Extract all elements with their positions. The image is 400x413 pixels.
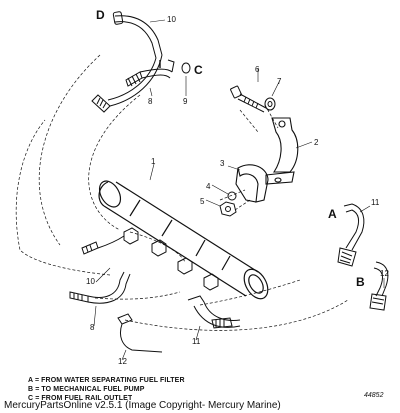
callout-12-right: 12 <box>380 269 389 278</box>
callout-5: 5 <box>200 197 205 206</box>
callout-7: 7 <box>277 77 282 86</box>
nut-5 <box>219 201 237 217</box>
callout-a: A <box>328 207 337 221</box>
fuel-line-12-bottom <box>117 313 163 353</box>
leader-lines <box>93 19 385 361</box>
fuel-line-11-center <box>187 295 241 329</box>
callout-9: 9 <box>183 97 188 106</box>
fuel-line-10-top <box>91 11 163 113</box>
fuel-line-11-right <box>337 203 365 267</box>
callout-8-top: 8 <box>148 97 153 106</box>
callout-10-top: 10 <box>167 15 176 24</box>
callout-2: 2 <box>314 138 319 147</box>
o-ring-9 <box>181 62 191 74</box>
callout-c: C <box>194 63 203 77</box>
fuel-line-8-top <box>125 59 175 87</box>
callout-12-bottom: 12 <box>118 357 127 366</box>
bolt-6 <box>230 85 267 113</box>
copyright-footer: MercuryPartsOnline v2.5.1 (Image Copyrig… <box>4 400 285 411</box>
fuel-line-10-bottom <box>81 235 125 255</box>
bracket-2 <box>265 117 299 185</box>
callout-11-right: 11 <box>371 198 380 207</box>
figure-number: 44852 <box>364 392 384 399</box>
callout-3: 3 <box>220 159 225 168</box>
hose-fitting-top-left <box>91 94 111 113</box>
callout-d: D <box>96 8 105 22</box>
callout-10-bottom: 10 <box>86 277 95 286</box>
legend-item-c: C = FROM FUEL RAIL OUTLET <box>28 395 133 401</box>
cooler-fittings <box>123 227 219 291</box>
legend-item-b: B = TO MECHANICAL FUEL PUMP <box>28 386 145 393</box>
legend-item-a: A = FROM WATER SEPARATING FUEL FILTER <box>28 377 185 384</box>
callout-4: 4 <box>206 182 211 191</box>
washer-4 <box>227 191 237 201</box>
callout-8-bottom: 8 <box>90 323 95 332</box>
callout-b: B <box>356 275 365 289</box>
washer-7 <box>264 97 276 111</box>
callout-11-center: 11 <box>192 337 201 346</box>
fuel-line-12-right <box>369 261 389 311</box>
fuel-cooler-1 <box>98 180 269 300</box>
callout-6: 6 <box>255 65 260 74</box>
clamp-3 <box>235 164 269 203</box>
callout-1: 1 <box>151 157 156 166</box>
fuel-line-8-bottom <box>69 271 131 304</box>
